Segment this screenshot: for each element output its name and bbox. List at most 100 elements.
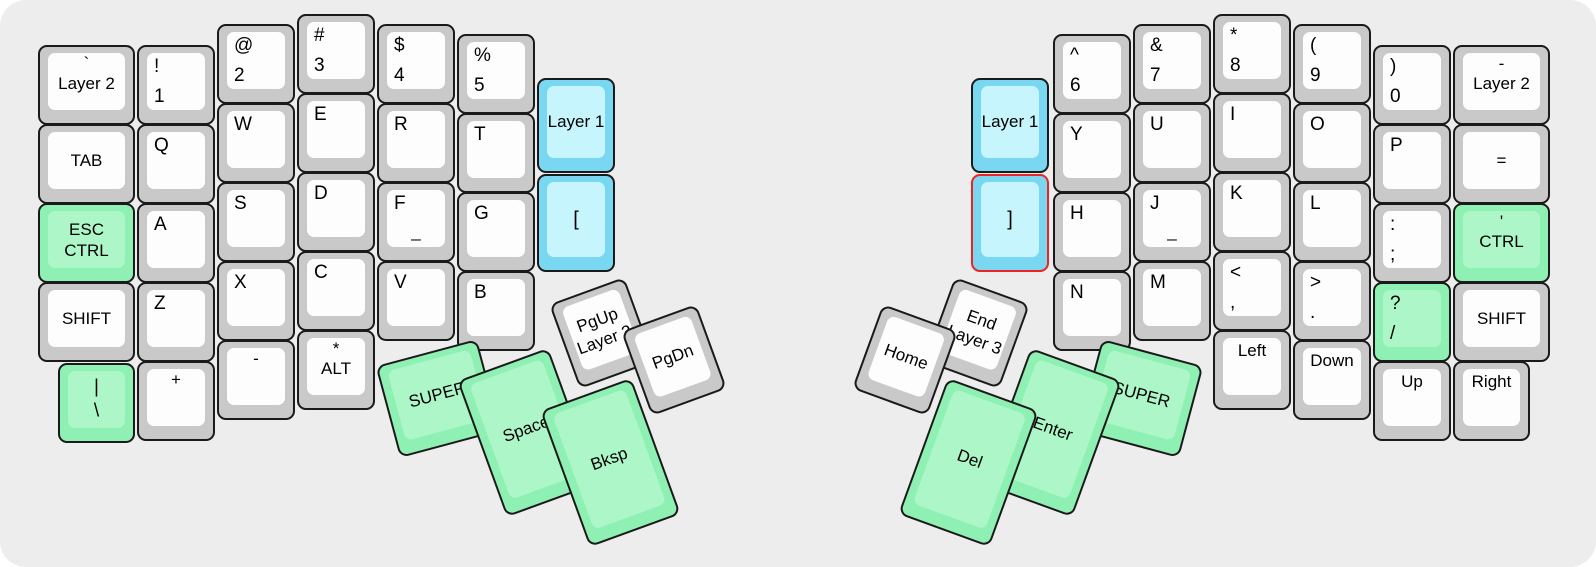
keycap-surface: J_: [1143, 190, 1201, 247]
legend-primary: P: [1390, 135, 1403, 156]
key-equals[interactable]: =: [1453, 124, 1550, 204]
legend-primary: O: [1310, 114, 1325, 135]
legend-primary: J: [1150, 193, 1160, 214]
legend-shifted: #: [314, 25, 325, 46]
key-b[interactable]: B: [457, 271, 535, 351]
keycap-surface: !1: [147, 53, 205, 110]
legend-primary: C: [314, 262, 328, 283]
key-g[interactable]: G: [457, 192, 535, 272]
legend-primary: D: [314, 183, 328, 204]
keycap-surface: -Layer 2: [1463, 53, 1540, 110]
key-u[interactable]: U: [1133, 103, 1211, 183]
legend-primary: B: [474, 282, 487, 303]
key-alt[interactable]: *ALT: [297, 330, 375, 410]
legend-primary: 9: [1310, 65, 1321, 87]
keycap-surface: TAB: [48, 132, 125, 189]
key-q[interactable]: Q: [137, 124, 215, 204]
key-layer1-right[interactable]: Layer 1: [971, 78, 1049, 173]
keycap-surface: S: [227, 190, 285, 247]
key-bracket-left[interactable]: [: [537, 174, 615, 272]
key-p[interactable]: P: [1373, 124, 1451, 204]
key-t[interactable]: T: [457, 113, 535, 193]
keycap-surface: #3: [307, 22, 365, 79]
key-l[interactable]: L: [1293, 182, 1371, 262]
key-2-at[interactable]: @2: [217, 24, 295, 104]
key-layer2-grave[interactable]: `Layer 2: [38, 45, 135, 125]
keycap-surface: Right: [1463, 369, 1520, 426]
keycap-surface: G: [467, 200, 525, 257]
key-3-hash[interactable]: #3: [297, 14, 375, 94]
key-o[interactable]: O: [1293, 103, 1371, 183]
legend-shifted: <: [1230, 262, 1242, 283]
key-minus[interactable]: -: [217, 340, 295, 420]
key-9-paren[interactable]: (9: [1293, 24, 1371, 104]
keycap-surface: =: [1463, 132, 1540, 189]
key-right[interactable]: Right: [1453, 361, 1530, 441]
key-ctrl-quote[interactable]: 'CTRL: [1453, 203, 1550, 283]
key-6-caret[interactable]: ^6: [1053, 34, 1131, 114]
legend-shifted: @: [234, 35, 254, 56]
key-r[interactable]: R: [377, 103, 455, 183]
key-8-asterisk[interactable]: *8: [1213, 14, 1291, 94]
key-j[interactable]: J_: [1133, 182, 1211, 262]
keycap-surface: +: [147, 369, 205, 426]
legend-primary: ;: [1390, 244, 1396, 266]
legend-primary: Home: [881, 339, 931, 373]
keycap-surface: @2: [227, 32, 285, 89]
legend-primary: |\: [93, 375, 100, 422]
key-layer2-minus[interactable]: -Layer 2: [1453, 45, 1550, 125]
key-k[interactable]: K: [1213, 172, 1291, 252]
keycap-surface: T: [467, 121, 525, 178]
key-pipe-backslash[interactable]: |\: [58, 363, 135, 443]
key-slash[interactable]: ?/: [1373, 282, 1451, 362]
key-v[interactable]: V: [377, 261, 455, 341]
legend-primary: Q: [154, 135, 169, 156]
legend-shifted: *: [1230, 25, 1238, 46]
key-w[interactable]: W: [217, 103, 295, 183]
legend-primary: 0: [1390, 86, 1401, 108]
legend-primary: U: [1150, 114, 1164, 135]
legend-primary: A: [154, 214, 167, 235]
key-bracket-right[interactable]: ]: [971, 174, 1049, 272]
key-n[interactable]: N: [1053, 271, 1131, 351]
key-1-exclaim[interactable]: !1: [137, 45, 215, 125]
key-y[interactable]: Y: [1053, 113, 1131, 193]
legend-primary: Layer 1: [547, 112, 605, 132]
legend-primary: F: [394, 193, 406, 214]
key-layer1-left[interactable]: Layer 1: [537, 78, 615, 173]
legend-primary: -: [253, 349, 259, 368]
key-left[interactable]: Left: [1213, 330, 1291, 410]
key-down[interactable]: Down: [1293, 340, 1371, 420]
key-h[interactable]: H: [1053, 192, 1131, 272]
key-period[interactable]: >.: [1293, 261, 1371, 341]
legend-primary: 3: [314, 55, 325, 77]
key-z[interactable]: Z: [137, 282, 215, 362]
key-0-paren[interactable]: )0: [1373, 45, 1451, 125]
key-4-dollar[interactable]: $4: [377, 24, 455, 104]
keycap-surface: <,: [1223, 259, 1281, 316]
key-m[interactable]: M: [1133, 261, 1211, 341]
key-plus[interactable]: +: [137, 361, 215, 441]
key-up[interactable]: Up: [1373, 361, 1451, 441]
key-s[interactable]: S: [217, 182, 295, 262]
key-comma[interactable]: <,: [1213, 251, 1291, 331]
legend-primary: SHIFT: [61, 308, 112, 328]
keycap-surface: V: [387, 269, 445, 326]
key-shift-left[interactable]: SHIFT: [38, 282, 135, 362]
key-5-percent[interactable]: %5: [457, 34, 535, 114]
key-i[interactable]: I: [1213, 93, 1291, 173]
keycap-surface: O: [1303, 111, 1361, 168]
key-7-amp[interactable]: &7: [1133, 24, 1211, 104]
key-semicolon[interactable]: :;: [1373, 203, 1451, 283]
keycap-surface: I: [1223, 101, 1281, 158]
key-x[interactable]: X: [217, 261, 295, 341]
legend-primary: ,: [1230, 292, 1236, 314]
keycap-surface: &7: [1143, 32, 1201, 89]
legend-primary: Layer 2: [58, 74, 115, 93]
key-a[interactable]: A: [137, 203, 215, 283]
legend-primary: T: [474, 124, 486, 145]
keycap-surface: Home: [866, 314, 946, 399]
key-shift-right[interactable]: SHIFT: [1453, 282, 1550, 362]
